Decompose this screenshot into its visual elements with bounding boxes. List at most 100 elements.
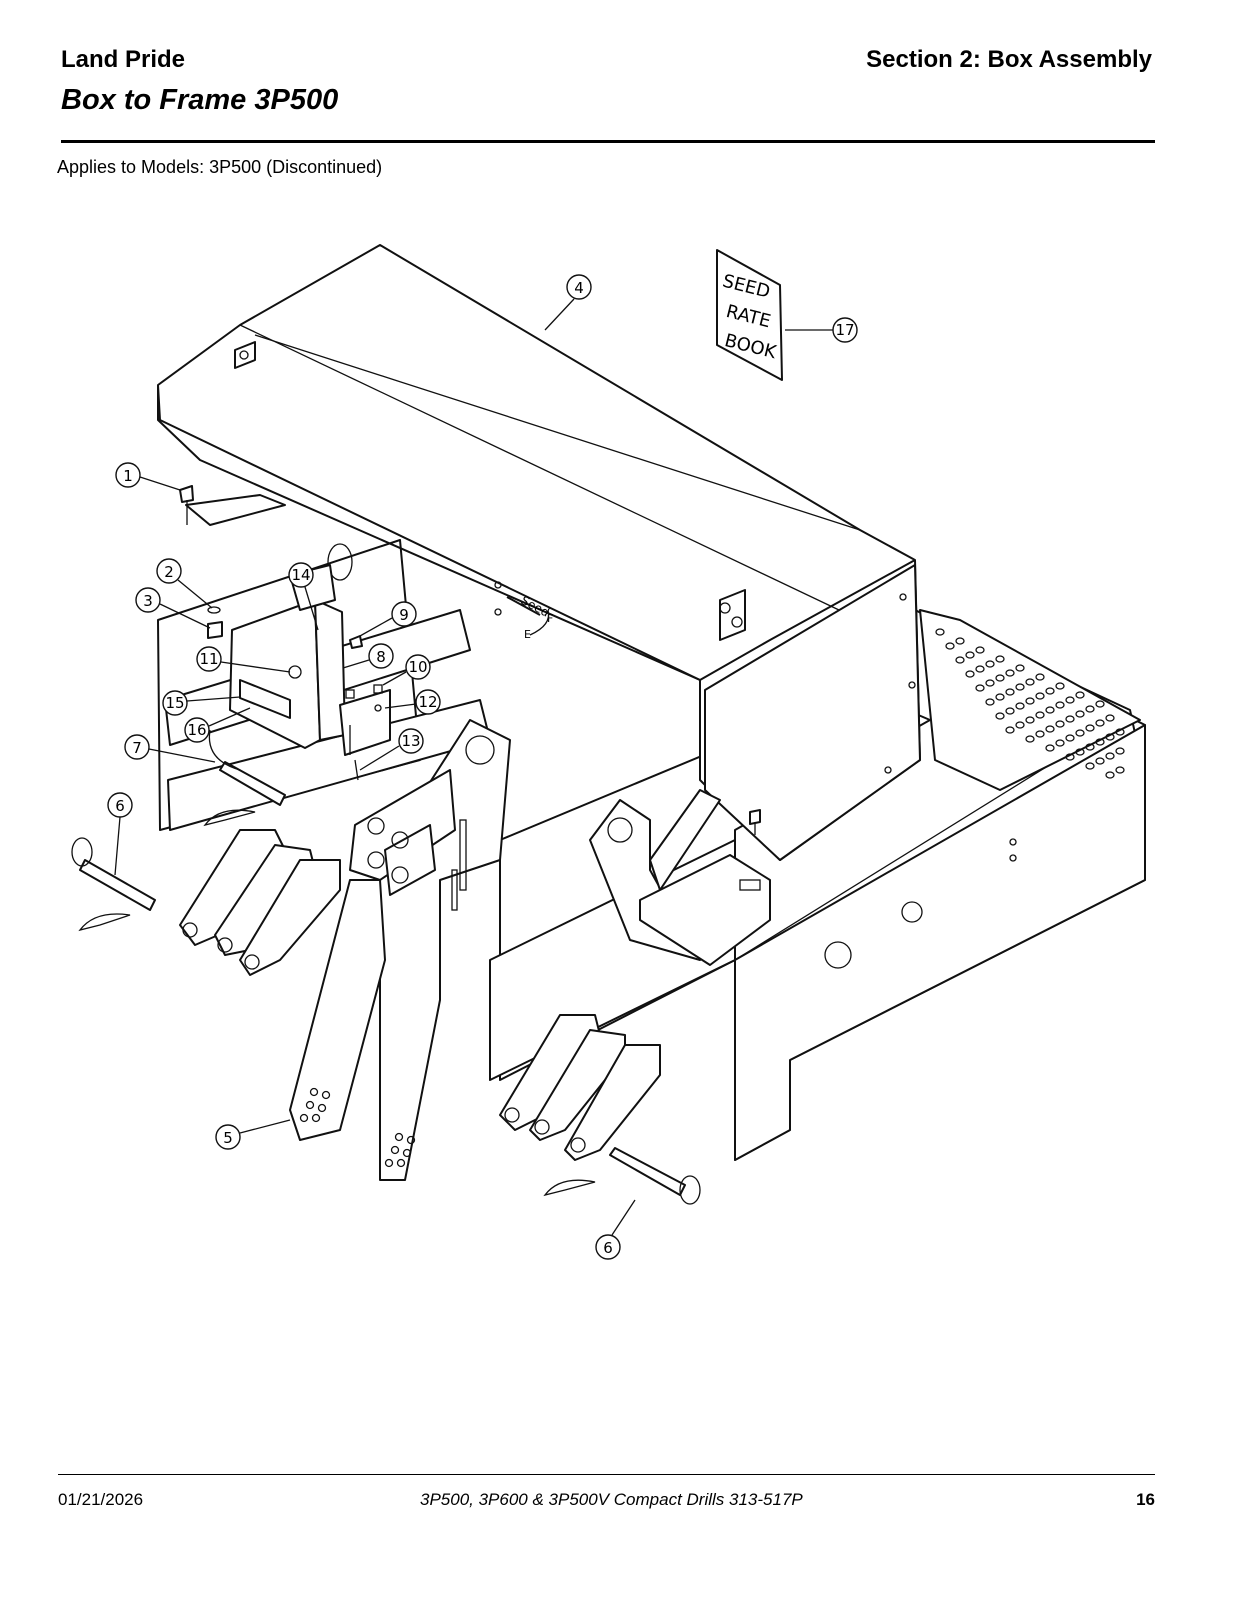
deck-hole <box>1085 724 1095 732</box>
deck-hole <box>985 660 995 668</box>
callout-12: 12 <box>415 689 441 715</box>
deck-hole <box>1065 715 1075 723</box>
svg-text:1: 1 <box>123 467 133 485</box>
deck-hole <box>1015 721 1025 729</box>
deck-hole <box>1075 691 1085 699</box>
manual-holder <box>229 564 391 781</box>
svg-text:16: 16 <box>187 721 206 739</box>
callout-3: 3 <box>135 587 161 613</box>
deck-hole <box>935 628 945 636</box>
callout-4: 4 <box>566 274 592 300</box>
deck-hole <box>995 693 1005 701</box>
deck-hole <box>1025 716 1035 724</box>
lift-arms-left <box>179 829 341 976</box>
deck-hole <box>1105 733 1115 741</box>
deck-hole <box>985 698 995 706</box>
svg-text:4: 4 <box>574 279 584 297</box>
svg-text:6: 6 <box>603 1239 613 1257</box>
deck-hole <box>1065 753 1075 761</box>
deck-hole <box>1045 744 1055 752</box>
callout-2: 2 <box>156 558 182 584</box>
deck-hole <box>1015 683 1025 691</box>
plate-hole <box>317 1103 327 1113</box>
seed-rate-book: SEED RATE BOOK <box>716 249 783 381</box>
callout-15: 15 <box>162 690 188 716</box>
plate-hole <box>406 1135 416 1145</box>
callout-17: 17 <box>832 317 858 343</box>
plate-hole <box>299 1113 309 1123</box>
parts-diagram: Seed F E SEED RATE BOOK <box>71 244 1146 1260</box>
svg-text:12: 12 <box>418 693 437 711</box>
deck-hole <box>1005 707 1015 715</box>
deck-hole <box>1115 766 1125 774</box>
callout-1: 1 <box>115 462 141 488</box>
svg-text:2: 2 <box>164 563 174 581</box>
deck-hole <box>1085 762 1095 770</box>
deck-hole <box>1045 706 1055 714</box>
svg-text:5: 5 <box>223 1129 233 1147</box>
deck-hole <box>1015 664 1025 672</box>
deck-hole <box>965 670 975 678</box>
svg-text:17: 17 <box>835 321 854 339</box>
header-rule <box>61 140 1155 143</box>
deck-hole <box>1055 720 1065 728</box>
svg-text:14: 14 <box>291 566 310 584</box>
callout-16: 16 <box>184 717 210 743</box>
deck-hole <box>1025 678 1035 686</box>
callout-6a: 6 <box>107 792 133 818</box>
deck-hole <box>1075 729 1085 737</box>
deck-hole <box>1115 728 1125 736</box>
footer-date: 01/21/2026 <box>58 1490 144 1509</box>
deck-hole <box>1105 752 1115 760</box>
deck-hole <box>1025 735 1035 743</box>
deck-hole <box>1075 748 1085 756</box>
plate-hole <box>396 1158 406 1168</box>
brand-name: Land Pride <box>61 46 186 73</box>
footer-document: 3P500, 3P600 & 3P500V Compact Drills 313… <box>420 1490 803 1509</box>
seed-box: Seed F E <box>157 244 921 861</box>
deck-hole <box>985 679 995 687</box>
deck-hole <box>1085 705 1095 713</box>
lift-arms-right <box>499 1014 661 1161</box>
page-number: 16 <box>1136 1490 1155 1509</box>
deck-hole <box>1035 673 1045 681</box>
deck-hole <box>1085 743 1095 751</box>
callout-7: 7 <box>124 734 150 760</box>
deck-hole <box>1035 711 1045 719</box>
deck-hole <box>995 674 1005 682</box>
deck-hole <box>955 656 965 664</box>
deck-hole <box>975 646 985 654</box>
hitch-pins <box>71 729 701 1205</box>
plate-hole <box>321 1090 331 1100</box>
callout-6b: 6 <box>595 1234 621 1260</box>
deck-hole <box>975 684 985 692</box>
deck-hole <box>955 637 965 645</box>
deck-hole <box>1045 725 1055 733</box>
callouts: 1 2 3 4 5 6 6 7 8 9 10 11 12 13 14 15 16… <box>107 274 858 1260</box>
page-title: Box to Frame 3P500 <box>61 84 339 116</box>
deck-hole <box>1065 696 1075 704</box>
deck-hole <box>1055 739 1065 747</box>
plate-hole <box>394 1132 404 1142</box>
deck-hole <box>1035 692 1045 700</box>
plate-hole <box>384 1158 394 1168</box>
callout-8: 8 <box>368 643 394 669</box>
hitch-plates <box>289 719 511 1181</box>
plate-hole <box>309 1087 319 1097</box>
deck-hole <box>1055 701 1065 709</box>
deck-hole <box>1025 697 1035 705</box>
svg-text:11: 11 <box>199 650 218 668</box>
deck-hole <box>1095 757 1105 765</box>
svg-text:6: 6 <box>115 797 125 815</box>
deck-hole <box>995 712 1005 720</box>
plate-hole <box>402 1148 412 1158</box>
callout-5: 5 <box>215 1124 241 1150</box>
svg-text:10: 10 <box>408 658 427 676</box>
deck-hole <box>1045 687 1055 695</box>
hardware <box>179 485 761 835</box>
footer-rule <box>58 1474 1155 1475</box>
svg-text:7: 7 <box>132 739 142 757</box>
callout-11: 11 <box>196 646 222 672</box>
plate-hole <box>305 1100 315 1110</box>
deck-hole <box>1035 730 1045 738</box>
